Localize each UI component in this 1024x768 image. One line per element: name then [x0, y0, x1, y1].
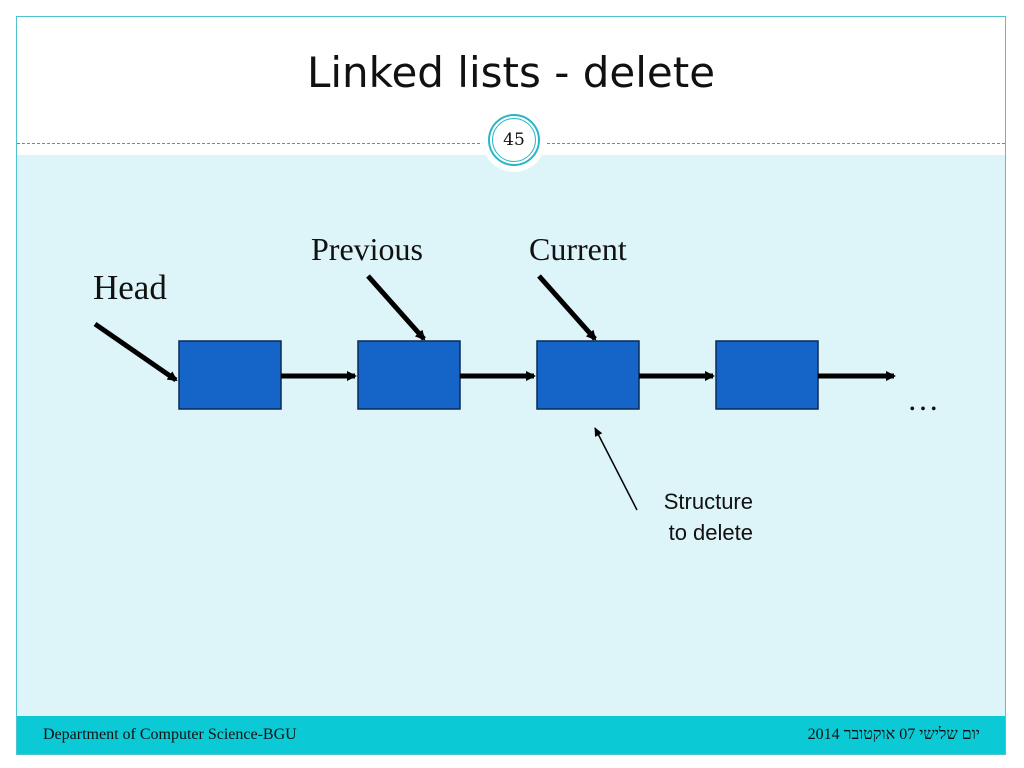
previous-label: Previous — [311, 231, 423, 267]
footer-department: Department of Computer Science-BGU — [43, 726, 297, 743]
list-node-current — [536, 340, 640, 410]
previous-pointer-arrow — [366, 274, 426, 341]
current-pointer-arrow — [537, 274, 597, 341]
slide-title: Linked lists - delete — [306, 48, 716, 97]
list-node — [178, 340, 282, 410]
ellipsis-label: … — [907, 381, 939, 417]
current-label: Current — [529, 231, 627, 267]
slide-frame — [16, 16, 1006, 755]
delete-annotation-line2: to delete — [669, 520, 753, 545]
list-node — [357, 340, 461, 410]
head-label: Head — [93, 268, 167, 307]
footer-date: יום שלישי 07 אוקטובר 2014 — [807, 726, 980, 743]
content-area — [17, 155, 1005, 716]
page-number: 45 — [492, 118, 536, 162]
delete-annotation-line1: Structure — [664, 489, 753, 514]
list-node — [715, 340, 819, 410]
head-pointer-arrow — [93, 321, 178, 383]
delete-annotation-arrow — [594, 427, 638, 511]
footer-bar — [17, 716, 1005, 754]
